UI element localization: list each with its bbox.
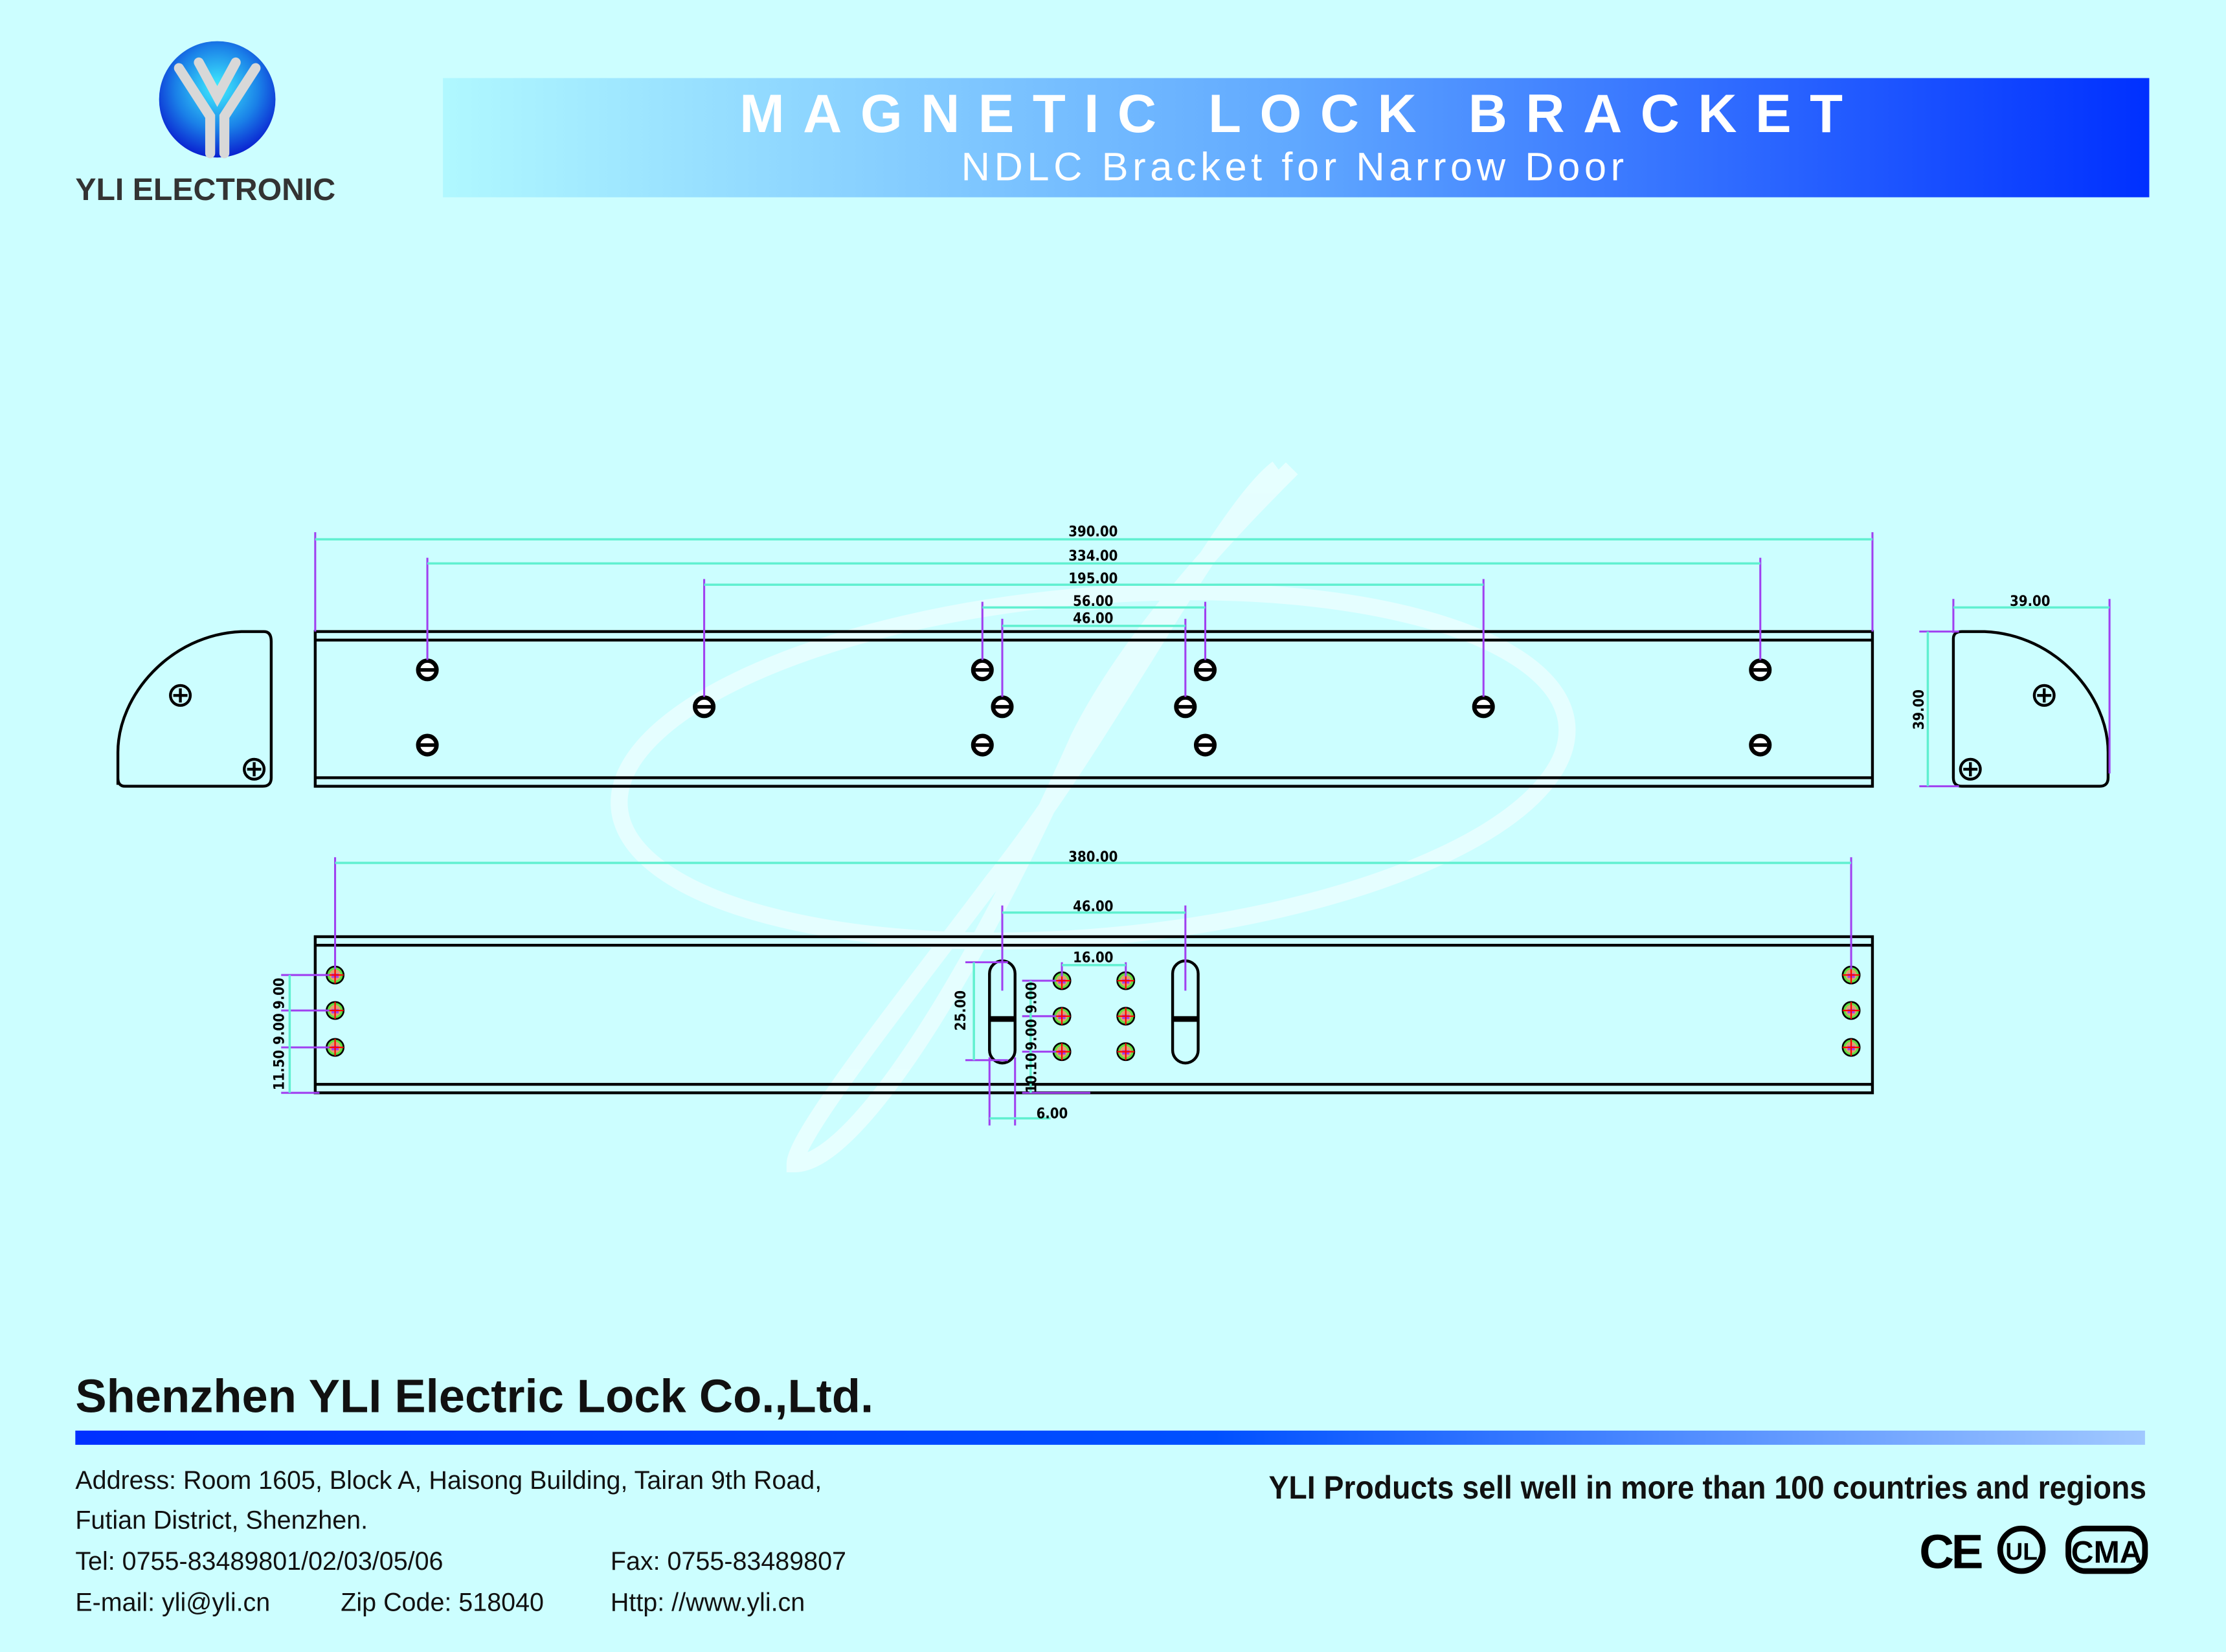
logo-text: YLI ELECTRONIC (75, 172, 335, 207)
zip-code: Zip Code: 518040 (341, 1588, 544, 1616)
footer-rule (75, 1430, 2145, 1445)
dim-screw-spacing: 16.00 (1073, 950, 1113, 966)
screw-hole-icon (1841, 1001, 1861, 1020)
end-cap-left (116, 630, 273, 788)
dim-left-2: 9.00 (272, 1013, 288, 1045)
page-subtitle: NDLC Bracket for Narrow Door (961, 144, 1628, 189)
dim-slot-length: 25.00 (953, 990, 969, 1031)
dim-bottom-overall: 380.00 (1068, 849, 1118, 865)
cma-mark-text: CMA (2071, 1535, 2142, 1570)
dim-slot-width: 6.00 (1037, 1106, 1068, 1122)
tel: Tel: 0755-83489801/02/03/05/06 (75, 1547, 443, 1576)
dim-center-holes: 46.00 (1073, 610, 1113, 627)
screw-hole-icon (1116, 1007, 1136, 1026)
screw-hole-icon (1052, 971, 1072, 990)
dim-overall-length: 390.00 (1068, 524, 1118, 541)
address-line-2: Futian District, Shenzhen. (75, 1506, 368, 1534)
dim-left-1: 9.00 (272, 977, 288, 1009)
screw-hole-icon (1841, 965, 1861, 985)
dim-center-2: 9.00 (1024, 1019, 1040, 1051)
screw-hole-icon (1841, 1038, 1861, 1057)
screw-hole-icon (326, 1001, 345, 1020)
company-name: Shenzhen YLI Electric Lock Co.,Ltd. (75, 1370, 873, 1422)
top-view-drawing: 390.00 334.00 195.00 56.00 46.00 (313, 524, 1874, 788)
fax: Fax: 0755-83489807 (611, 1547, 846, 1576)
dim-side-height: 39.00 (1911, 689, 1928, 730)
slogan: YLI Products sell well in more than 100 … (1268, 1469, 2146, 1506)
dim-inner-holes: 56.00 (1073, 594, 1113, 610)
cma-mark-icon (2065, 1525, 2148, 1574)
website-link[interactable]: Http: //www.yli.cn (611, 1588, 805, 1616)
address-line-1: Address: Room 1605, Block A, Haisong Bui… (75, 1466, 822, 1495)
ce-mark-icon: CE (1919, 1525, 1981, 1579)
dim-slot-spacing: 46.00 (1073, 899, 1113, 915)
dim-center-1: 9.00 (1024, 982, 1040, 1014)
email-link[interactable]: E-mail: yli@yli.cn (75, 1588, 270, 1616)
side-view-drawing: 39.00 39.00 (1911, 594, 2111, 788)
header-banner (443, 78, 2150, 197)
dim-center-3: 10.10 (1024, 1053, 1040, 1093)
certification-logos: CE UL CMA (1919, 1525, 2148, 1579)
company-logo: YLI ELECTRONIC (75, 41, 335, 207)
screw-hole-icon (1116, 1042, 1136, 1062)
ul-mark-text: UL (2005, 1537, 2038, 1565)
dim-side-width: 39.00 (2010, 594, 2050, 610)
dim-mid-holes: 195.00 (1068, 571, 1118, 587)
ul-mark-icon (1997, 1525, 2046, 1574)
page-title: MAGNETIC LOCK BRACKET (739, 84, 1861, 144)
dim-left-3: 11.50 (272, 1050, 288, 1090)
dim-outer-holes: 334.00 (1068, 548, 1118, 564)
bottom-view-drawing: 380.00 46.00 16.00 6.00 25.00 9.00 9.00 … (272, 849, 1874, 1126)
